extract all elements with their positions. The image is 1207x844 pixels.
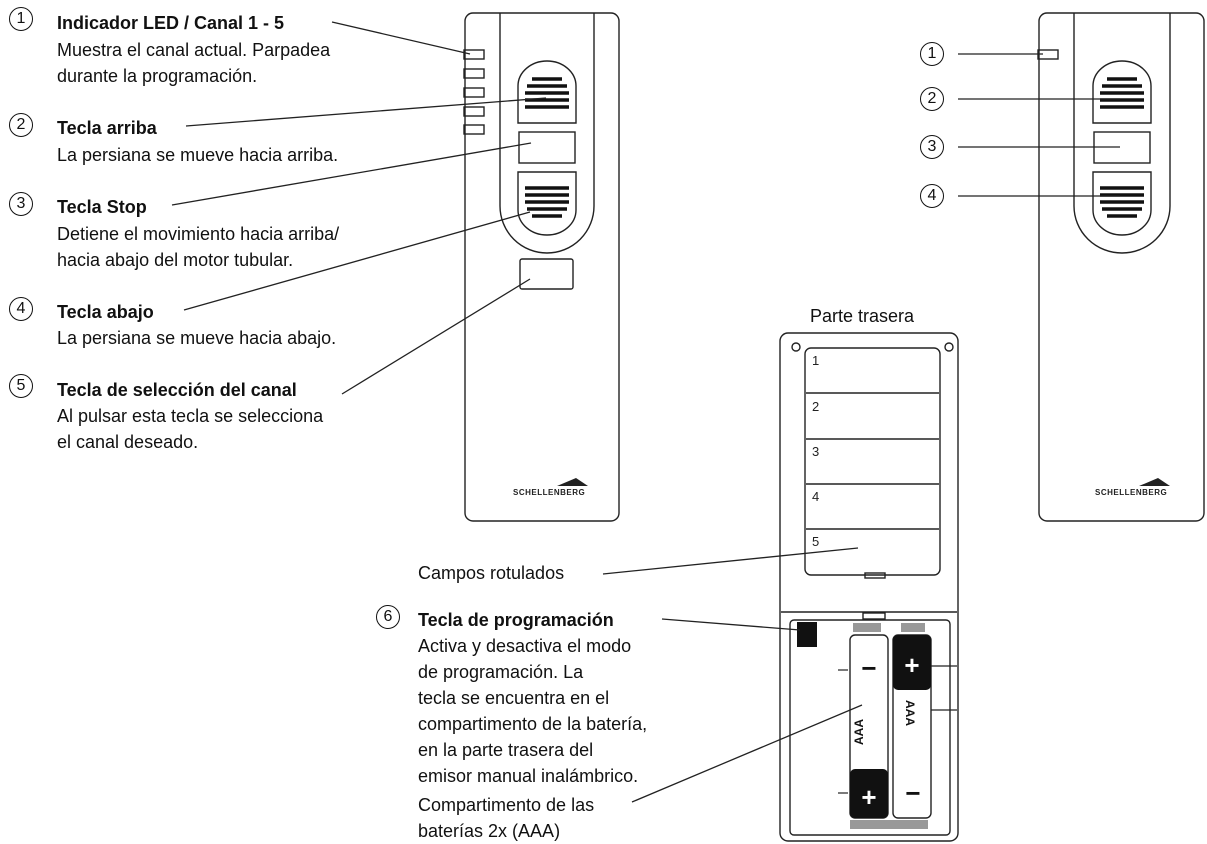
- front-remote: [463, 12, 620, 522]
- callout-line-1-2: durante la programación.: [57, 66, 258, 86]
- callout-line-6-6: emisor manual inalámbrico.: [418, 766, 639, 786]
- callout-title-2: Tecla arriba: [57, 118, 157, 138]
- programming-key: [797, 622, 817, 647]
- leader-6: [661, 618, 801, 631]
- callout-badge-6: 6: [376, 605, 400, 629]
- down-key-grille: [525, 186, 569, 218]
- right-callout-badge-1: 1: [920, 42, 944, 66]
- callout-badge-1: 1: [9, 7, 33, 31]
- callout-line-5-1: Al pulsar esta tecla se selecciona: [57, 406, 324, 426]
- callout-line-3-2: hacia abajo del motor tubular.: [57, 250, 294, 270]
- callout-line-2-1: La persiana se mueve hacia arriba.: [57, 145, 339, 165]
- label-panel: [804, 347, 941, 576]
- slot-number-3: 3: [812, 444, 820, 459]
- back-remote: [779, 332, 959, 842]
- back-remote-body: [779, 332, 959, 842]
- right-remote-body: [1038, 12, 1205, 522]
- label-fields-text: Campos rotulados: [418, 563, 565, 583]
- panel-tab: [864, 572, 886, 579]
- front-logo-mark: [557, 478, 588, 486]
- right-down-key: [1092, 171, 1152, 236]
- right-up-key: [1092, 60, 1152, 124]
- callout-line-6-3: tecla se encuentra en el: [418, 688, 610, 708]
- callout-badge-4: 4: [9, 297, 33, 321]
- callout-title-6: Tecla de programación: [418, 610, 614, 630]
- battery-minus-top: −: [861, 653, 876, 683]
- battery-label-left: AAA: [852, 719, 866, 745]
- led-4: [463, 106, 485, 117]
- contact-top-right: [901, 623, 925, 632]
- battery-right: [892, 634, 957, 819]
- leader-batteries: [631, 704, 863, 803]
- right-button-track: [1073, 13, 1171, 254]
- slot-number-5: 5: [812, 534, 820, 549]
- leader-fields: [602, 547, 859, 575]
- back-view-title: Parte trasera: [810, 306, 915, 326]
- callout-line-1-1: Muestra el canal actual. Parpadea: [57, 40, 331, 60]
- front-remote-right: [1037, 12, 1205, 522]
- stop-key: [518, 131, 576, 164]
- brand-logo-front: SCHELLENBERG: [513, 488, 586, 497]
- cover-latch: [862, 612, 886, 620]
- right-logo-mark: [1139, 478, 1170, 486]
- contact-bottom: [850, 820, 928, 829]
- right-up-key-grille: [1100, 77, 1144, 109]
- screw-left: [791, 342, 801, 352]
- leader-3: [171, 142, 532, 206]
- leader-1: [331, 21, 471, 55]
- callout-line-3-1: Detiene el movimiento hacia arriba/: [57, 224, 340, 244]
- callout-title-1: Indicador LED / Canal 1 - 5: [57, 13, 285, 33]
- battery-plus-top: +: [904, 650, 919, 680]
- callout-line-5-2: el canal deseado.: [57, 432, 199, 452]
- led-1: [463, 49, 485, 60]
- up-key-grille: [525, 77, 569, 109]
- leader-4: [183, 211, 531, 311]
- screw-right: [944, 342, 954, 352]
- battery-label-right: AAA: [903, 700, 917, 726]
- battery-compartment: [789, 619, 951, 836]
- callout-badge-5: 5: [9, 374, 33, 398]
- right-callout-badge-2: 2: [920, 87, 944, 111]
- battery-plus-bottom: +: [861, 782, 876, 812]
- led-5: [463, 124, 485, 135]
- battery-left: [838, 634, 889, 819]
- down-key: [517, 171, 577, 236]
- leader-lines: [171, 21, 1120, 803]
- leader-5: [341, 278, 531, 395]
- contact-top-left: [853, 623, 881, 632]
- callout-title-5: Tecla de selección del canal: [57, 380, 297, 400]
- battery-compartment-line-1: Compartimento de las: [418, 795, 595, 815]
- led-3: [463, 87, 485, 98]
- callout-title-3: Tecla Stop: [57, 197, 147, 217]
- callout-title-4: Tecla abajo: [57, 302, 154, 322]
- slot-number-2: 2: [812, 399, 820, 414]
- callout-line-4-1: La persiana se mueve hacia abajo.: [57, 328, 337, 348]
- callout-line-6-5: en la parte trasera del: [418, 740, 594, 760]
- slot-number-4: 4: [812, 489, 820, 504]
- up-key: [517, 60, 577, 124]
- channel-select-key: [519, 258, 574, 290]
- led-2: [463, 68, 485, 79]
- battery-compartment-line-2: baterías 2x (AAA): [418, 821, 561, 841]
- front-button-track: [499, 13, 595, 254]
- callout-line-6-2: de programación. La: [418, 662, 584, 682]
- leader-2: [185, 97, 547, 127]
- callout-line-6-4: compartimento de la batería,: [418, 714, 648, 734]
- front-remote-body: [464, 12, 620, 522]
- callout-badge-2: 2: [9, 113, 33, 137]
- brand-logo-right: SCHELLENBERG: [1095, 488, 1168, 497]
- battery-minus-bottom: −: [905, 778, 920, 808]
- right-down-key-grille: [1100, 186, 1144, 218]
- callout-line-6-1: Activa y desactiva el modo: [418, 636, 632, 656]
- callout-badge-3: 3: [9, 192, 33, 216]
- right-callout-badge-4: 4: [920, 184, 944, 208]
- right-callout-badge-3: 3: [920, 135, 944, 159]
- slot-number-1: 1: [812, 353, 820, 368]
